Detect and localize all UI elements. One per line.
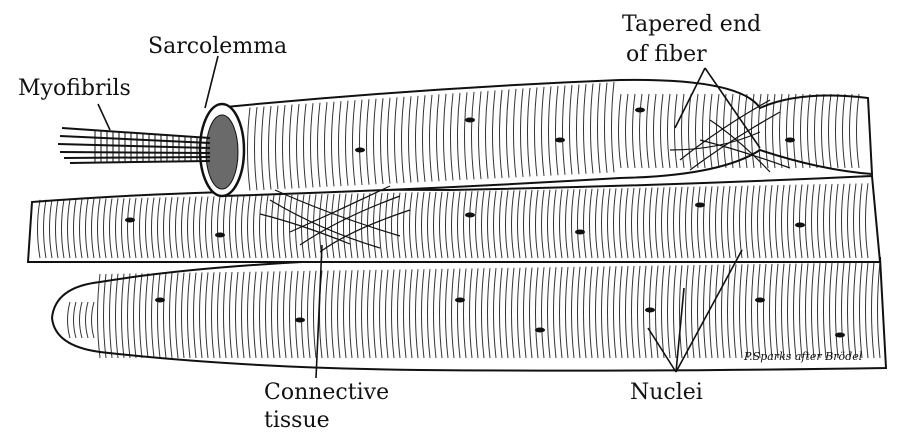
- myofibril-strands: [58, 128, 210, 163]
- sarcolemma-label: Sarcolemma: [148, 34, 287, 60]
- myofibrils-label: Myofibrils: [18, 76, 131, 102]
- sarcolemma-leader-line: [205, 56, 218, 108]
- connective-tissue-label-line2: tissue: [264, 408, 330, 434]
- artist-signature: P.Sparks after Brödel: [744, 350, 862, 363]
- middle-muscle-fiber: [28, 176, 880, 262]
- connective-tissue-label-line1: Connective: [264, 380, 389, 406]
- tapered-end-label-line2: of fiber: [626, 42, 707, 68]
- cut-fiber-interior: [206, 115, 238, 189]
- myofibrils-leader-line: [98, 104, 110, 130]
- tapered-end-label-line1: Tapered end: [622, 12, 761, 38]
- nuclei-label: Nuclei: [630, 380, 703, 406]
- top-muscle-fiber: [215, 80, 872, 196]
